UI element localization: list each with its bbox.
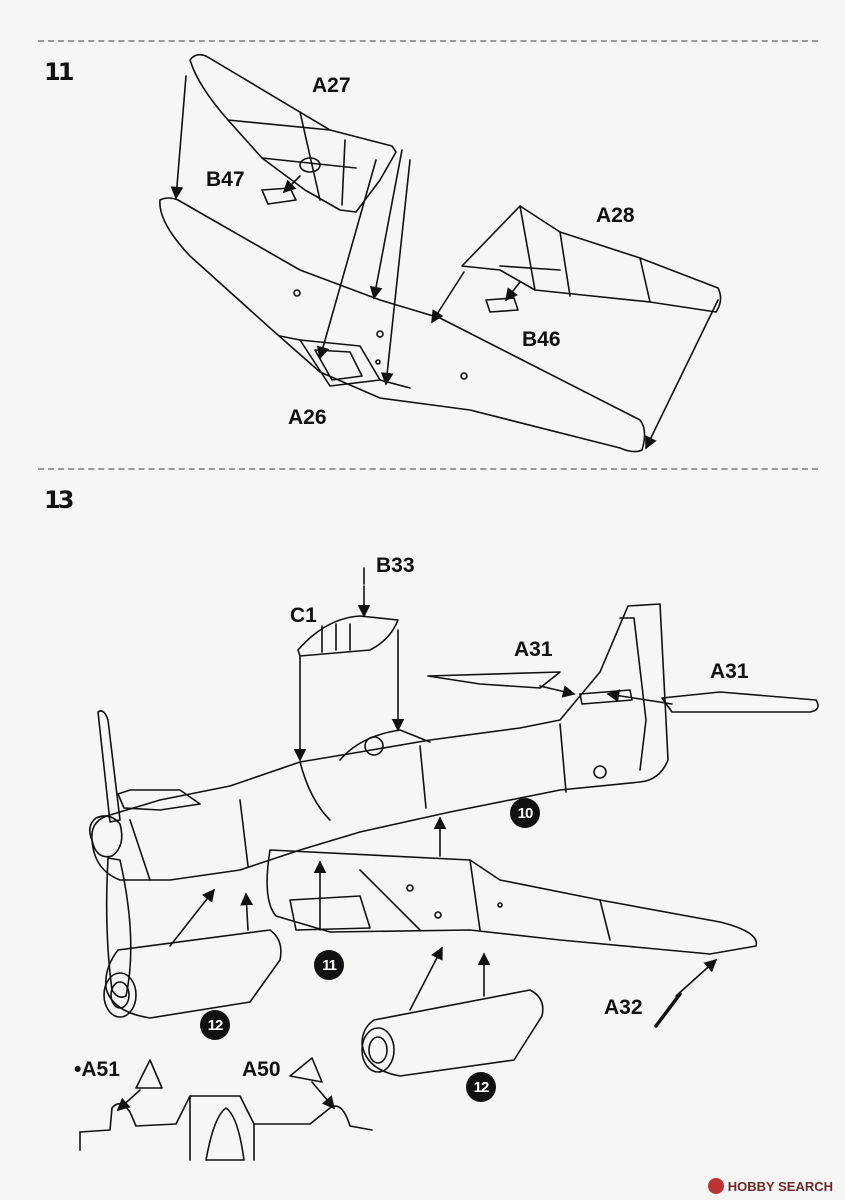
- propeller-upper: [97, 710, 121, 823]
- watermark: HOBBY SEARCH: [707, 1178, 833, 1194]
- tailplane-a31-left: [427, 671, 561, 689]
- upper-wing-a28: [461, 205, 722, 313]
- substep-12-badge-left: 12: [200, 1010, 230, 1040]
- substep-11-badge: 11: [314, 950, 344, 980]
- label-a27: A27: [312, 74, 351, 97]
- label-b47: B47: [206, 168, 245, 191]
- label-a50: A50: [242, 1058, 281, 1081]
- step-number-11: 11: [44, 58, 74, 86]
- propeller-lower: [105, 857, 132, 998]
- label-b33: B33: [376, 554, 415, 577]
- label-a31-left: A31: [514, 638, 553, 661]
- watermark-text: HOBBY SEARCH: [727, 1178, 833, 1194]
- part-b47: [261, 187, 297, 205]
- right-wing: [266, 849, 758, 955]
- nacelle-left: [104, 929, 282, 1019]
- fuselage: [91, 603, 669, 881]
- label-a51: •A51: [74, 1058, 120, 1081]
- top-divider: [38, 40, 818, 42]
- label-a28: A28: [596, 204, 635, 227]
- upper-wing-a27: [189, 53, 397, 213]
- middle-divider: [38, 468, 818, 470]
- substep-12-badge-right: 12: [466, 1072, 496, 1102]
- detail-part-a51: [135, 1059, 163, 1089]
- label-a32: A32: [604, 996, 643, 1019]
- label-b46: B46: [522, 328, 561, 351]
- label-c1: C1: [290, 604, 317, 627]
- step-number-13: 13: [44, 486, 74, 514]
- canopy-c1: [297, 615, 399, 657]
- label-a31-right: A31: [710, 660, 749, 683]
- nacelle-right: [361, 989, 544, 1077]
- detail-part-a50: [289, 1057, 323, 1083]
- tailplane-a31-right: [661, 691, 819, 713]
- watermark-logo-icon: [707, 1178, 724, 1194]
- part-b46: [485, 297, 519, 313]
- substep-10-badge: 10: [510, 798, 540, 828]
- label-a26: A26: [288, 406, 327, 429]
- spinner: [88, 815, 123, 858]
